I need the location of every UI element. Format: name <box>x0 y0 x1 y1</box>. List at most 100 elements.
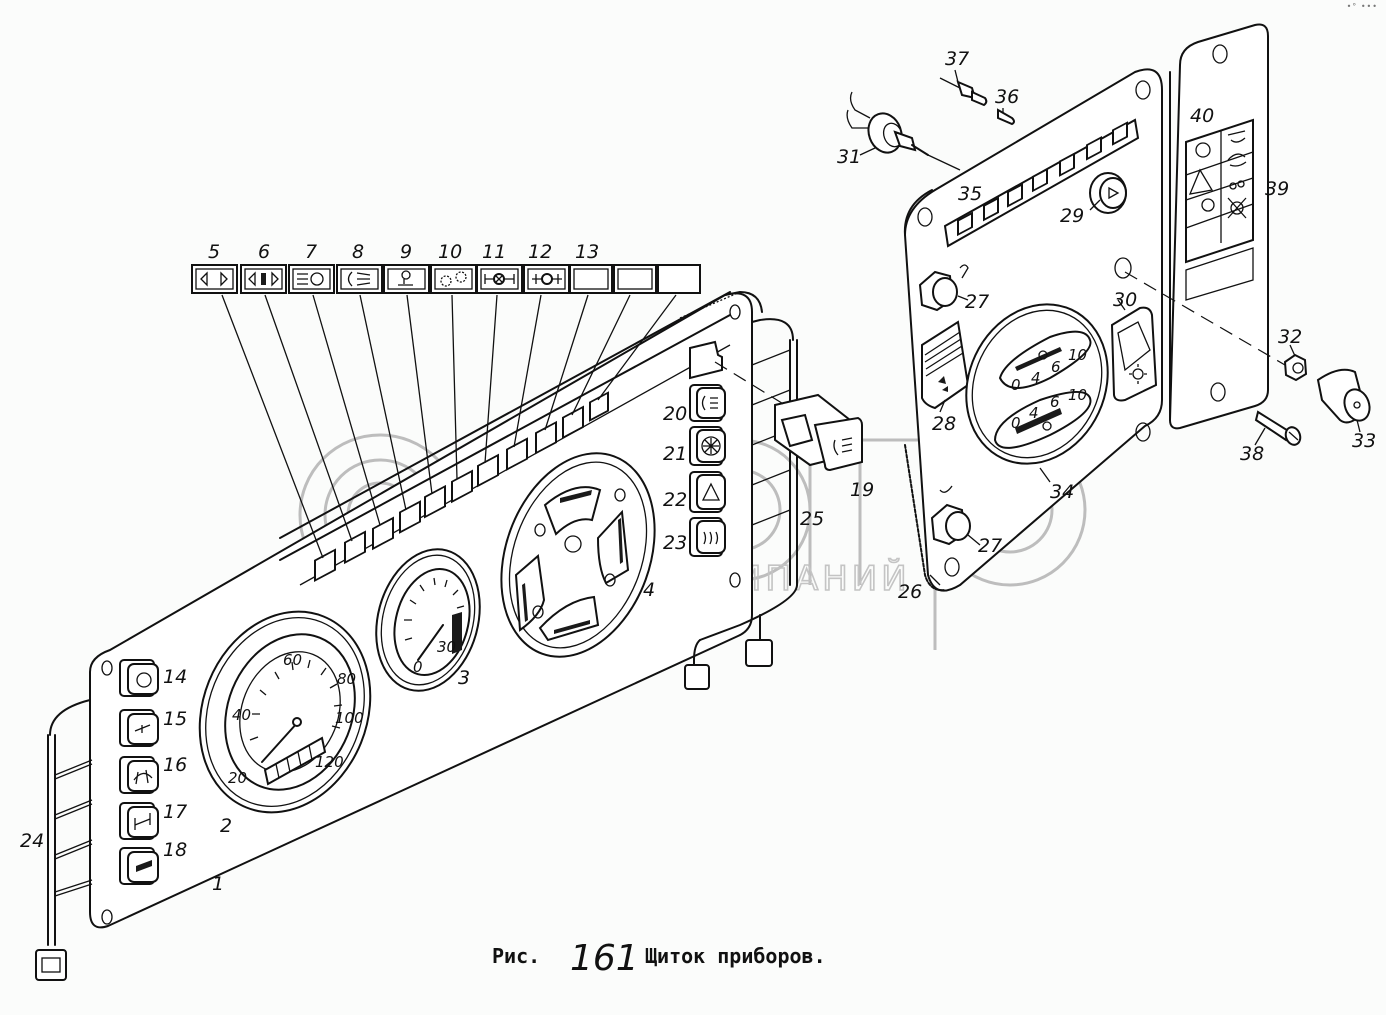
lamp-6-trailer-turn-signals <box>240 264 287 294</box>
label-plate-39 <box>1124 23 1286 430</box>
callout-28: 28 <box>932 413 956 435</box>
combination-gauge <box>500 452 656 658</box>
callout-13: 13 <box>575 241 599 263</box>
figure-caption: Рис. 161 Щиток приборов. <box>492 938 826 979</box>
switch-21-fan[interactable] <box>689 426 726 466</box>
caption-title: Щиток приборов. <box>645 944 826 968</box>
switch-19-rocker[interactable] <box>774 393 863 472</box>
callout-4: 4 <box>643 579 655 601</box>
warning-lamp-lenses-row <box>191 264 701 559</box>
switch-23-heater[interactable] <box>689 517 726 557</box>
callout-1: 1 <box>212 873 224 895</box>
high-beam-icon <box>1201 198 1215 212</box>
speedometer-needle <box>261 721 299 763</box>
speedometer-tick: 40 <box>232 706 251 724</box>
warning-triangle-icon <box>1188 168 1214 195</box>
lower-scale-tick: 4 <box>1029 404 1039 422</box>
caption-number: 161 <box>570 938 639 979</box>
switch-17-diff-lock[interactable] <box>119 802 159 840</box>
callout-27-top: 27 <box>965 291 989 313</box>
fan-control-28[interactable] <box>921 320 970 410</box>
corner-mark: •° ••• <box>1346 2 1378 11</box>
callout-9: 9 <box>400 241 412 263</box>
knob-33[interactable] <box>1316 368 1374 424</box>
switch-16-wiper[interactable] <box>119 756 159 794</box>
switch-18-horn[interactable] <box>119 847 159 885</box>
callout-38: 38 <box>1240 443 1264 465</box>
callout-26: 26 <box>898 581 922 603</box>
lamp-13-blank <box>569 264 613 294</box>
connector-25a <box>684 664 710 690</box>
speedometer-tick: 80 <box>337 670 356 688</box>
lamp-blank-3 <box>657 264 701 294</box>
connector-25b <box>745 639 773 667</box>
callout-10: 10 <box>438 241 462 263</box>
crossed-lamp-icon <box>1227 197 1247 219</box>
callout-11: 11 <box>482 241 506 263</box>
callout-17: 17 <box>163 801 187 823</box>
callout-20: 20 <box>663 403 687 425</box>
callout-31: 31 <box>837 146 861 168</box>
switch-22-hazard[interactable] <box>689 471 726 513</box>
callout-33: 33 <box>1352 430 1376 452</box>
callout-25: 25 <box>800 508 824 530</box>
connector-24 <box>35 949 67 981</box>
callout-7: 7 <box>305 241 317 263</box>
bulb-36 <box>997 108 1015 126</box>
lamp-7-high-beam <box>288 264 335 294</box>
auxiliary-panel-26: 0 4 6 10 0 4 6 10 <box>903 68 1163 592</box>
callout-34: 34 <box>1050 481 1074 503</box>
switch-19-mount-cover <box>689 340 723 380</box>
callout-39: 39 <box>1265 178 1289 200</box>
callout-22: 22 <box>663 489 687 511</box>
lower-scale-tick: 10 <box>1068 386 1087 404</box>
screw-38 <box>1254 410 1302 446</box>
speedometer-tick: 20 <box>228 769 247 787</box>
oil-level-icon <box>1227 130 1246 143</box>
rotary-knob-29[interactable] <box>1089 172 1127 214</box>
callout-29: 29 <box>1060 205 1084 227</box>
switch-14-headlights[interactable] <box>119 659 159 697</box>
main-instrument-panel: 20 40 60 80 100 120 0 30 <box>89 291 763 929</box>
callout-labels: 1 2 3 4 5 6 7 8 9 10 11 12 13 14 15 16 1… <box>20 48 1376 895</box>
switch-20-fog-lights[interactable] <box>689 384 726 422</box>
lower-scale-tick: 6 <box>1050 393 1060 411</box>
speedometer-tick: 100 <box>335 709 364 727</box>
lamp-5-turn-signals <box>191 264 238 294</box>
speedometer-tick: 60 <box>283 651 302 669</box>
upper-scale-tick: 4 <box>1031 369 1041 387</box>
upper-scale-window <box>998 330 1092 389</box>
left-switch-column <box>119 659 159 885</box>
speedometer-tick: 120 <box>315 753 344 771</box>
tachometer-tick: 0 <box>413 658 423 676</box>
lamp-10-gear-lock <box>430 264 477 294</box>
wire-harness-25 <box>684 318 863 690</box>
steering-icon <box>1195 142 1211 158</box>
callout-5: 5 <box>208 241 220 263</box>
lower-scale-tick: 0 <box>1011 414 1021 432</box>
callout-32: 32 <box>1278 326 1302 348</box>
callout-23: 23 <box>663 532 687 554</box>
oil-pressure-window <box>514 554 546 632</box>
nut-32 <box>1283 353 1308 382</box>
switch-15-axle[interactable] <box>119 709 159 747</box>
callout-6: 6 <box>258 241 270 263</box>
bulb-37 <box>939 77 988 107</box>
light-switch-30[interactable] <box>1110 306 1158 402</box>
caption-prefix: Рис. <box>492 944 540 968</box>
push-button-27-bottom[interactable] <box>930 485 971 546</box>
lamp-socket-31 <box>846 91 961 171</box>
callout-35: 35 <box>958 183 982 205</box>
callout-16: 16 <box>163 754 187 776</box>
callout-15: 15 <box>163 708 187 730</box>
callout-12: 12 <box>528 241 552 263</box>
fuel-gauge-window <box>543 486 602 536</box>
push-button-27-top[interactable] <box>918 264 969 312</box>
lamp-12-differential-lock <box>523 264 570 294</box>
callout-40: 40 <box>1190 105 1214 127</box>
callout-27-bottom: 27 <box>978 535 1002 557</box>
callout-24: 24 <box>20 830 44 852</box>
callout-3: 3 <box>458 667 470 689</box>
voltmeter-window <box>538 595 600 642</box>
